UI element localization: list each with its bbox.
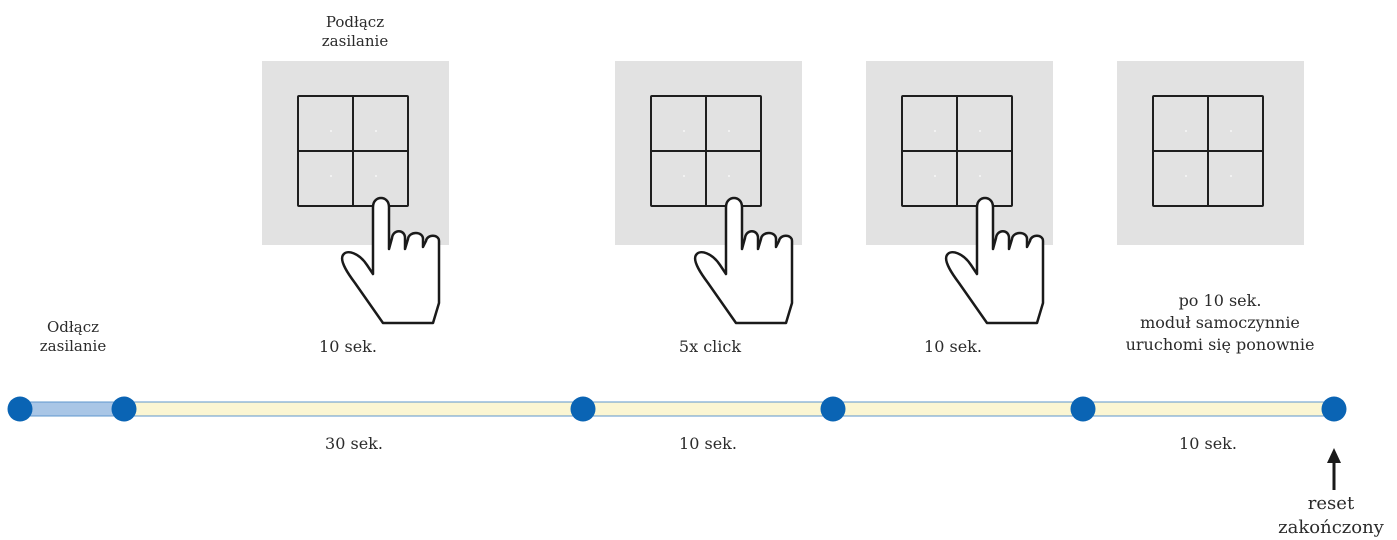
step4-action-label: po 10 sek. moduł samoczynnie uruchomi si… [1110, 290, 1330, 356]
label-line: reset [1307, 493, 1355, 514]
label-line: moduł samoczynnie [1140, 313, 1300, 332]
pointing-hand-icon [340, 196, 441, 325]
4-button-switch-panel-icon [1152, 95, 1264, 207]
switch-panel-4 [1117, 61, 1304, 245]
pointing-hand-icon [944, 196, 1045, 325]
timeline-dot [820, 396, 846, 422]
switch-panel-2 [615, 61, 802, 245]
label-disconnect-power: Odłącz zasilanie [14, 318, 132, 356]
4-button-switch-panel-icon [901, 95, 1013, 207]
timeline-segment-disconnected [19, 401, 125, 417]
switch-panel-1 [262, 61, 449, 245]
timeline-segment-reset [123, 401, 1335, 417]
label-line: zakończony [1278, 517, 1384, 538]
label-line: uruchomi się ponownie [1125, 335, 1315, 354]
segment-duration-label: 10 sek. [679, 434, 737, 453]
segment-duration-label: 30 sek. [325, 434, 383, 453]
label-line: po 10 sek. [1178, 291, 1262, 310]
label-connect-power: Podłącz zasilanie [295, 13, 415, 51]
step3-action-label: 10 sek. [924, 337, 982, 356]
step2-action-label: 5x click [678, 337, 742, 356]
arrow-up-icon [1327, 448, 1341, 490]
step1-action-label: 10 sek. [319, 337, 377, 356]
timeline-dot [570, 396, 596, 422]
4-button-switch-panel-icon [297, 95, 409, 207]
switch-panel-3 [866, 61, 1053, 245]
reset-done-label: reset zakończony [1266, 492, 1396, 540]
label-line: zasilanie [321, 32, 389, 50]
timeline-dot [1070, 396, 1096, 422]
pointing-hand-icon [693, 196, 794, 325]
label-line: zasilanie [39, 337, 107, 355]
4-button-switch-panel-icon [650, 95, 762, 207]
label-line: Odłącz [46, 318, 99, 336]
timeline-dot [7, 396, 33, 422]
label-line: Podłącz [325, 13, 385, 31]
timeline-dot [111, 396, 137, 422]
timeline-dot [1321, 396, 1347, 422]
segment-duration-label: 10 sek. [1179, 434, 1237, 453]
